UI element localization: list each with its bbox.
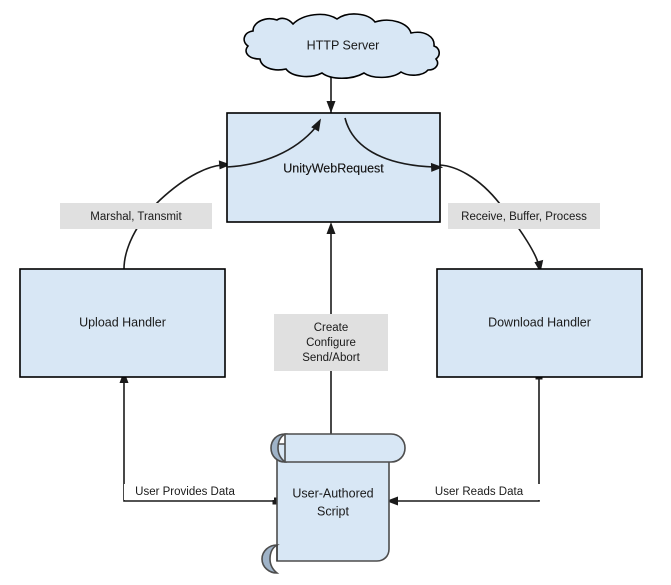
node-user-authored-script[interactable]: User-Authored Script (261, 433, 406, 574)
unity-web-request-label-overlay: UnityWebRequest (283, 161, 384, 175)
edge-label-user-reads-data-text: User Reads Data (435, 486, 524, 498)
edge-label-marshal-transmit: Marshal, Transmit (60, 203, 212, 229)
edge-label-marshal-transmit-text: Marshal, Transmit (90, 211, 182, 223)
download-handler-label: Download Handler (488, 315, 591, 329)
edge-label-user-provides-data: User Provides Data (124, 484, 274, 500)
edge-label-receive-buffer-process-text: Receive, Buffer, Process (461, 211, 587, 223)
user-authored-script-label-line2: Script (317, 504, 349, 518)
edge-label-receive-buffer-process: Receive, Buffer, Process (448, 203, 600, 229)
edge-label-user-provides-data-text: User Provides Data (135, 486, 235, 498)
unity-web-request-label-top: UnityWebRequest (283, 161, 384, 175)
edge-label-send-abort-text: Send/Abort (302, 352, 360, 364)
edge-internal-right-swoop-overlay (344, 117, 443, 172)
edge-internal-left-swoop-overlay (226, 118, 321, 168)
node-download-handler[interactable]: Download Handler (436, 268, 643, 378)
upload-handler-label: Upload Handler (79, 315, 166, 329)
edge-upload-to-unitywebrequest (123, 160, 231, 270)
edge-label-create-text: Create (314, 322, 349, 334)
edge-label-user-reads-data: User Reads Data (418, 484, 540, 500)
node-upload-handler[interactable]: Upload Handler (19, 268, 226, 378)
edge-label-create-configure-send: Create Configure Send/Abort (274, 314, 388, 371)
edge-label-configure-text: Configure (306, 337, 356, 349)
unity-web-request-label: UnityWebRequest (283, 161, 384, 175)
node-http-server[interactable]: HTTP Server (243, 13, 440, 80)
user-authored-script-label-line1: User-Authored (292, 486, 373, 500)
http-server-label: HTTP Server (307, 38, 380, 52)
